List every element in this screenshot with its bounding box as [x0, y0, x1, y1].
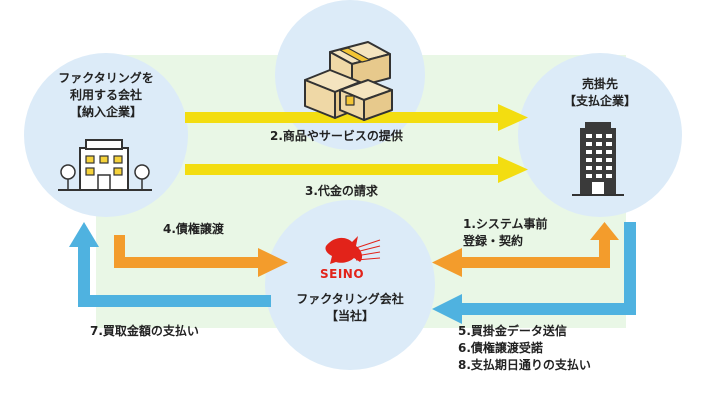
- assignment-arrow: [114, 235, 288, 277]
- company-circle: [265, 200, 435, 370]
- buyer-label: 売掛先 【支払企業】: [563, 77, 636, 108]
- goods-arrow: [185, 104, 528, 131]
- tower-building-icon: [572, 122, 624, 196]
- cardboard-boxes-icon: [304, 41, 393, 121]
- company-label: ファクタリング会社 【当社】: [296, 292, 404, 323]
- buyer-steps-label: 5.買掛金データ送信 6.債権譲渡受諾 8.支払期日通りの支払い: [458, 324, 591, 372]
- supplier-label: ファクタリングを 利用する会社 【納入企業】: [58, 71, 154, 119]
- office-building-icon: [58, 139, 152, 191]
- invoice-flow-label: 3.代金の請求: [305, 184, 378, 198]
- payment-flow-label: 7.買取金額の支払い: [90, 324, 199, 338]
- buyer-data-arrow: [432, 222, 636, 324]
- seino-logo-text: SEINO: [320, 267, 365, 281]
- registration-flow-label: 1.システム事前 登録・契約: [463, 217, 548, 248]
- registration-arrow: [432, 222, 619, 277]
- seino-logo-mark: [325, 236, 381, 264]
- payment-arrow: [69, 222, 271, 307]
- invoice-arrow: [185, 156, 528, 183]
- assignment-flow-label: 4.債権譲渡: [163, 222, 224, 236]
- goods-flow-label: 2.商品やサービスの提供: [270, 129, 403, 143]
